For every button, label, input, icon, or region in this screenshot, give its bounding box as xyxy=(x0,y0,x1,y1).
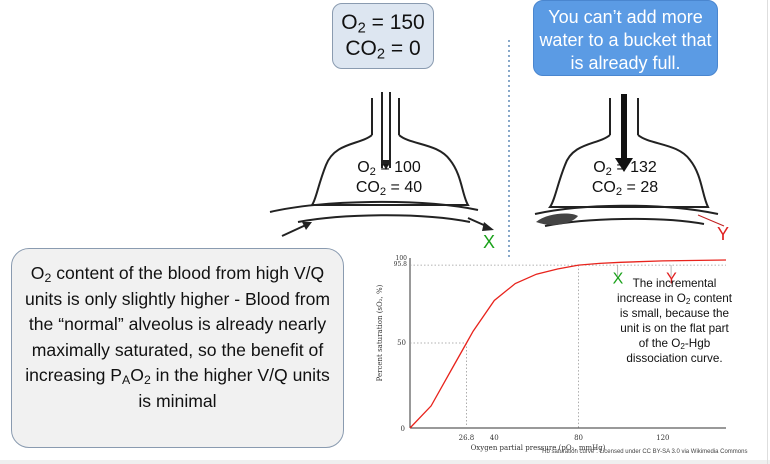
right-capillary-top xyxy=(534,204,719,215)
right-airway xyxy=(609,98,639,135)
right-alveolus-o2: O2 = 132 xyxy=(593,159,657,178)
bottom-bar xyxy=(0,460,770,464)
right-y-pointer xyxy=(697,214,725,227)
right-alveolus-dome xyxy=(548,134,710,208)
explanation-box: O2 content of the blood from high V/Q un… xyxy=(11,248,344,448)
left-alveolus-values: O2 = 100 CO2 = 40 xyxy=(334,158,444,198)
right-alveolus-co2: CO2 = 28 xyxy=(591,179,659,198)
bucket-analogy-text: You can’t add more water to a bucket tha… xyxy=(539,7,712,73)
x-tick-40: 40 xyxy=(490,434,499,442)
left-flow-in-arrow xyxy=(281,223,309,237)
x-tick-26.8: 26.8 xyxy=(459,434,475,442)
left-airway-arrowhead xyxy=(381,160,391,170)
x-axis-label: Oxygen partial pressure (pO₂, mmHg) xyxy=(471,444,606,452)
image-credit: "Hb saturation curve". Licensed under CC… xyxy=(540,449,748,455)
right-alveolus-values: O2 = 132 CO2 = 28 xyxy=(570,158,680,198)
left-flow-out-arrow xyxy=(467,217,487,227)
alveoli-diagram xyxy=(269,40,725,258)
left-alveolus-o2: O2 = 100 xyxy=(357,159,421,178)
y-tick-50: 50 xyxy=(397,339,406,347)
saturation-curve xyxy=(409,259,727,429)
chart-side-note: The incremental increase in O2 content i… xyxy=(617,277,732,365)
left-capillary-bottom xyxy=(297,214,471,223)
left-alveolus-co2: CO2 = 40 xyxy=(355,179,423,198)
inspired-air-box: O2 = 150 CO2 = 0 xyxy=(332,3,434,69)
right-airway-arrowhead xyxy=(615,158,633,172)
left-airway xyxy=(371,92,400,168)
chart-marker-y: Y xyxy=(666,271,677,288)
inspired-o2: O2 = 150 xyxy=(341,11,425,37)
y-tick-0: 0 xyxy=(401,425,405,433)
right-capillary-plug xyxy=(536,213,578,225)
right-alveolus-marker-y: Y xyxy=(717,224,730,244)
x-tick-80: 80 xyxy=(574,434,583,442)
right-edge-line xyxy=(767,0,768,464)
x-tick-120: 120 xyxy=(656,434,669,442)
y-tick-100: 100 xyxy=(396,255,408,262)
inspired-co2: CO2 = 0 xyxy=(345,37,421,63)
left-alveolus-marker-x: X xyxy=(483,232,496,252)
y-axis-label: Percent saturation (sO₂, %) xyxy=(376,284,384,381)
left-capillary-top xyxy=(269,200,479,213)
chart-marker-x: X xyxy=(613,271,624,288)
y-tick-95-8: 95.8 xyxy=(394,261,408,268)
bucket-analogy-box: You can’t add more water to a bucket tha… xyxy=(533,0,718,76)
